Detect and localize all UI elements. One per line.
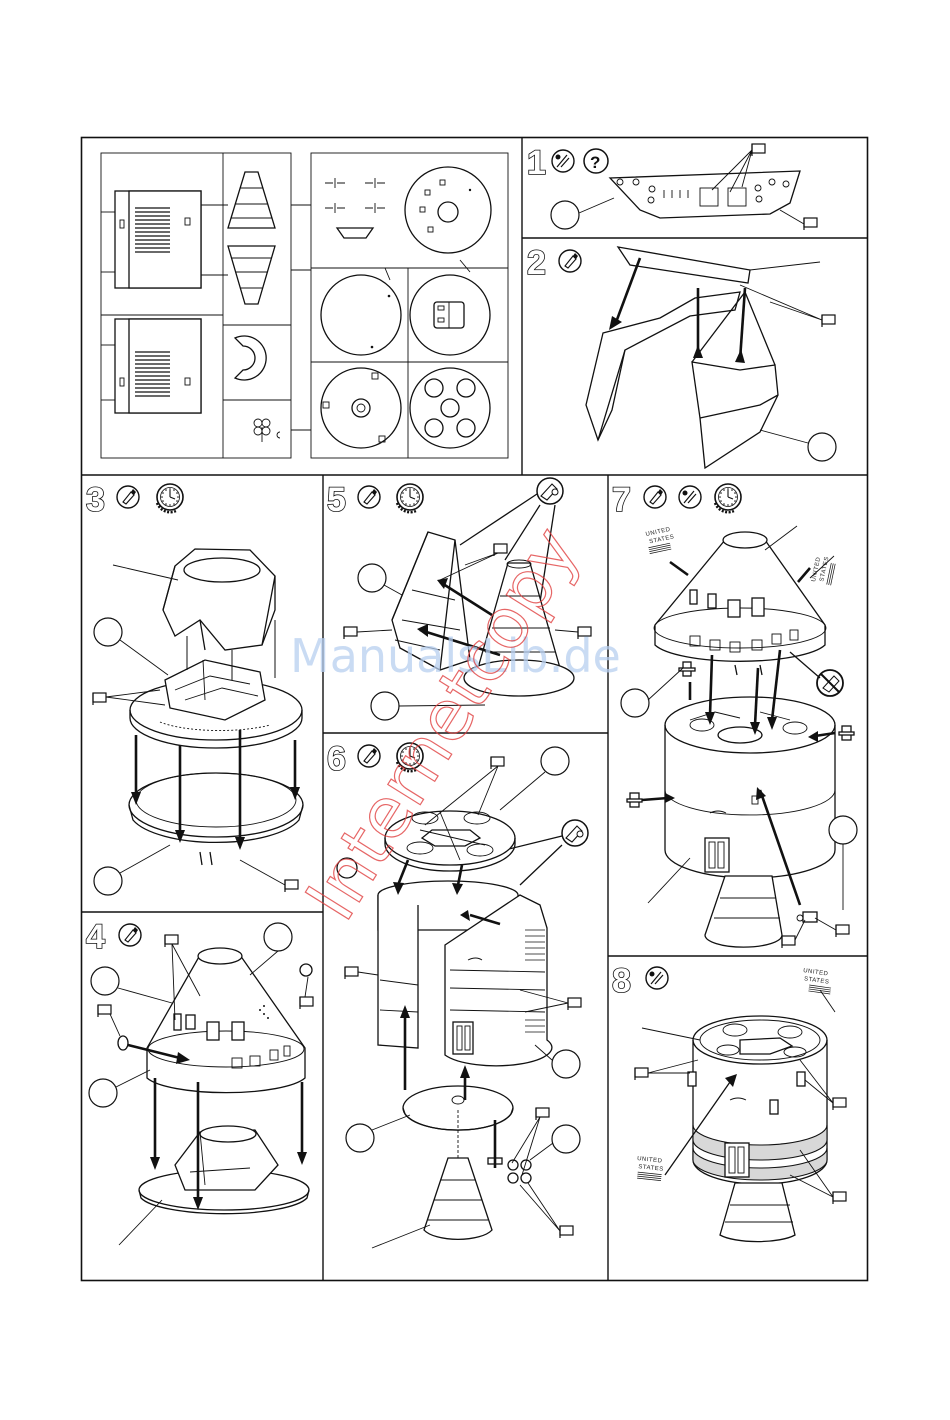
flag-marker-icon bbox=[635, 1068, 648, 1080]
part-hull-section-right bbox=[692, 362, 778, 468]
flag-marker-icon bbox=[782, 936, 795, 948]
part-small-plate bbox=[337, 228, 373, 238]
part-command-module-cone bbox=[147, 948, 305, 1093]
glue-icon bbox=[358, 486, 380, 508]
step-4-number: 4 bbox=[86, 918, 105, 956]
flag-marker-icon bbox=[833, 1098, 846, 1110]
part-tank-top-disc bbox=[410, 368, 490, 448]
flag-marker-icon bbox=[300, 997, 313, 1009]
step-6-number: 6 bbox=[327, 740, 346, 778]
part-heat-shield-disc bbox=[405, 167, 491, 253]
part-small-dish bbox=[300, 964, 312, 976]
part-base-assembly bbox=[139, 1126, 309, 1214]
part-lower-ring bbox=[129, 773, 303, 865]
clock-icon bbox=[715, 484, 741, 512]
flag-marker-icon bbox=[536, 1108, 549, 1120]
step-5-number: 5 bbox=[327, 481, 346, 519]
part-number-circle bbox=[91, 967, 119, 995]
part-sm-wall-lower bbox=[115, 319, 201, 413]
paint-glue-icon bbox=[562, 820, 588, 846]
part-engine-mount-disc bbox=[321, 368, 401, 448]
paint-icon bbox=[646, 967, 668, 989]
question-icon: ? bbox=[584, 149, 608, 173]
part-antenna-small bbox=[254, 419, 280, 442]
part-number-circle bbox=[89, 1079, 117, 1107]
part-c-ring bbox=[235, 336, 266, 380]
step-8-number: 8 bbox=[612, 962, 631, 1000]
part-number-circle bbox=[94, 867, 122, 895]
paint-icon bbox=[552, 150, 574, 172]
step-7-number: 7 bbox=[612, 481, 631, 519]
part-engine-bell-final bbox=[720, 1183, 795, 1242]
sprue-frame-left bbox=[101, 153, 291, 458]
flag-marker-icon bbox=[98, 1005, 111, 1017]
step-1-panel: 1 ? bbox=[527, 144, 817, 230]
step-7-panel: 7 UNITED STATES UNITED STATES bbox=[612, 481, 857, 948]
flag-marker-icon bbox=[752, 144, 765, 156]
part-nozzle-half-upper bbox=[228, 172, 275, 228]
question-mark: ? bbox=[590, 153, 600, 172]
part-nozzle-half-lower bbox=[228, 246, 275, 304]
step-2-panel: 2 bbox=[527, 244, 836, 468]
glue-icon bbox=[119, 924, 141, 946]
part-small-dish bbox=[118, 1036, 128, 1050]
part-number-circle bbox=[552, 1125, 580, 1153]
clock-icon bbox=[157, 484, 183, 512]
decal-united-states: UNITED STATES bbox=[811, 554, 836, 585]
flag-marker-icon bbox=[804, 218, 817, 230]
decal-united-states: UNITED STATES bbox=[645, 526, 676, 553]
clock-icon bbox=[397, 484, 423, 512]
step-3-panel: 3 bbox=[86, 481, 303, 895]
flag-marker-icon bbox=[93, 693, 106, 705]
decal-states-line: STATES bbox=[804, 976, 830, 985]
part-number-circle bbox=[621, 689, 649, 717]
paint-glue-icon bbox=[537, 478, 563, 504]
part-deck-disc bbox=[321, 275, 401, 355]
glue-icon bbox=[559, 250, 581, 272]
flag-marker-icon bbox=[836, 925, 849, 937]
step-4-panel: 4 bbox=[86, 918, 313, 1245]
step-2-number: 2 bbox=[527, 244, 546, 282]
part-hatch-disc bbox=[410, 275, 490, 355]
part-sm-wall-upper bbox=[115, 191, 201, 288]
part-service-module-assembled bbox=[665, 697, 835, 878]
flag-marker-icon bbox=[568, 998, 581, 1010]
part-number-circle bbox=[829, 816, 857, 844]
flag-marker-icon bbox=[345, 967, 358, 979]
flag-marker-icon bbox=[833, 1192, 846, 1204]
part-number-circle bbox=[264, 923, 292, 951]
glue-icon bbox=[117, 486, 139, 508]
part-number-circle bbox=[358, 564, 386, 592]
part-number-circle bbox=[371, 692, 399, 720]
part-instrument-panel bbox=[610, 171, 800, 218]
step-1-number: 1 bbox=[527, 144, 546, 182]
part-rcs-thrusters bbox=[325, 178, 385, 213]
decal-united-line: UNITED bbox=[637, 1156, 663, 1165]
decal-states-line: STATES bbox=[638, 1164, 664, 1173]
decal-united-states: UNITED STATES bbox=[800, 968, 833, 994]
step-3-number: 3 bbox=[86, 481, 105, 519]
part-number-circle bbox=[808, 433, 836, 461]
part-command-module-assembled bbox=[654, 532, 826, 675]
part-number-circle bbox=[552, 1050, 580, 1078]
part-number-circle bbox=[551, 201, 579, 229]
part-engine-bell-assembled bbox=[705, 876, 782, 947]
glue-icon bbox=[644, 486, 666, 508]
paint-icon bbox=[679, 486, 701, 508]
part-number-circle bbox=[94, 618, 122, 646]
step-8-panel: 8 UNITED STATES UNITED STATES bbox=[612, 962, 846, 1242]
flag-marker-icon bbox=[822, 315, 835, 327]
part-number-circle bbox=[541, 747, 569, 775]
flag-marker-icon bbox=[165, 935, 178, 947]
part-number-circle bbox=[346, 1124, 374, 1152]
flag-marker-icon bbox=[560, 1226, 573, 1238]
decal-united-states: UNITED STATES bbox=[635, 1156, 665, 1181]
no-glue-icon bbox=[817, 670, 843, 696]
